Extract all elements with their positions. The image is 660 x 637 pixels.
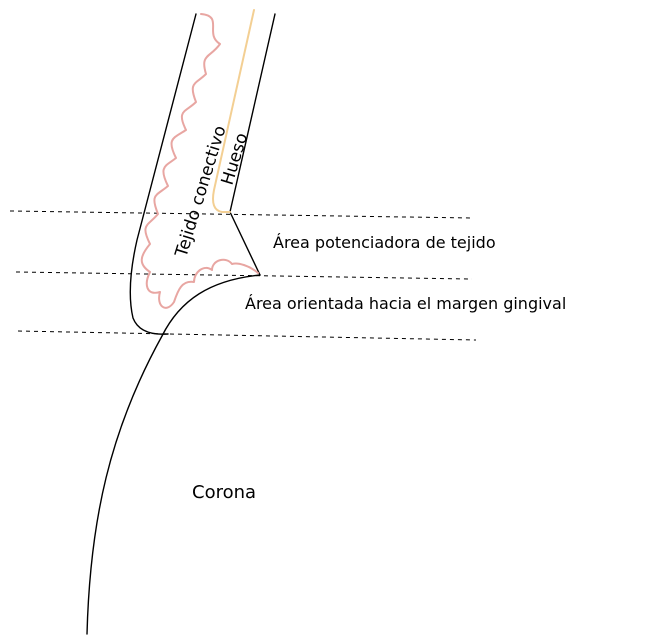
upper-dashed-reference-line xyxy=(9,210,473,219)
crown-outline xyxy=(86,274,261,635)
lower-dashed-reference-line xyxy=(17,330,477,341)
connective-tissue-wave xyxy=(140,13,259,309)
bone-crest-line xyxy=(212,9,255,213)
tissue-enhancing-area-label: Área potenciadora de tejido xyxy=(273,233,496,252)
soft-tissue-outline xyxy=(129,13,197,335)
crown-label: Corona xyxy=(192,482,256,503)
connective-tissue-label: Tejido conectivo xyxy=(171,123,230,260)
gingival-margin-area-label: Área orientada hacia el margen gingival xyxy=(245,294,566,313)
